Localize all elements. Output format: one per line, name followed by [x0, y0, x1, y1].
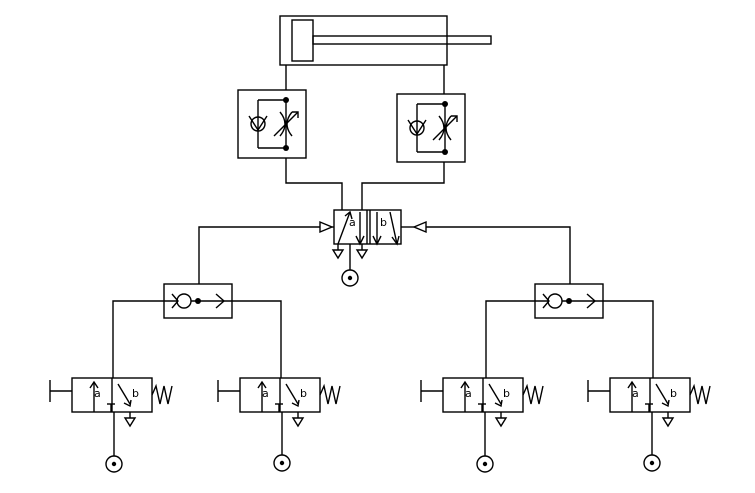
pressure-source-3 — [476, 455, 494, 473]
shuttle-valve-right — [534, 283, 604, 319]
main-valve-label-b: b — [380, 216, 387, 229]
valve-2-label-a: a — [262, 387, 269, 400]
valve-1-label-b: b — [132, 387, 139, 400]
pipe — [226, 300, 282, 378]
main-directional-valve: a b — [319, 209, 427, 260]
push-button-valve-2: a b — [217, 377, 341, 427]
shuttle-valve-left — [163, 283, 233, 319]
valve-4-label-a: a — [632, 387, 639, 400]
pressure-source-1 — [105, 455, 123, 473]
double-acting-cylinder — [279, 15, 492, 66]
valve-3-label-a: a — [465, 387, 472, 400]
pilot-line-right — [426, 226, 571, 285]
valve-1-label-a: a — [94, 387, 101, 400]
pressure-source-2 — [273, 454, 291, 472]
push-button-valve-1: a b — [49, 377, 173, 427]
main-valve-label-a: a — [349, 216, 356, 229]
flow-control-valve-left — [237, 89, 307, 159]
valve-3-label-b: b — [503, 387, 510, 400]
pilot-line-left — [198, 226, 320, 287]
push-button-valve-4: a b — [587, 377, 711, 427]
valve-2-label-b: b — [300, 387, 307, 400]
pipe — [485, 300, 541, 378]
flow-control-valve-right — [396, 93, 466, 163]
pipe — [597, 300, 654, 378]
pipe — [112, 300, 170, 378]
pressure-source-4 — [643, 454, 661, 472]
pressure-source-main — [341, 269, 359, 287]
pipe — [361, 162, 445, 210]
valve-4-label-b: b — [670, 387, 677, 400]
pipe — [285, 158, 343, 210]
push-button-valve-3: a b — [420, 377, 544, 427]
